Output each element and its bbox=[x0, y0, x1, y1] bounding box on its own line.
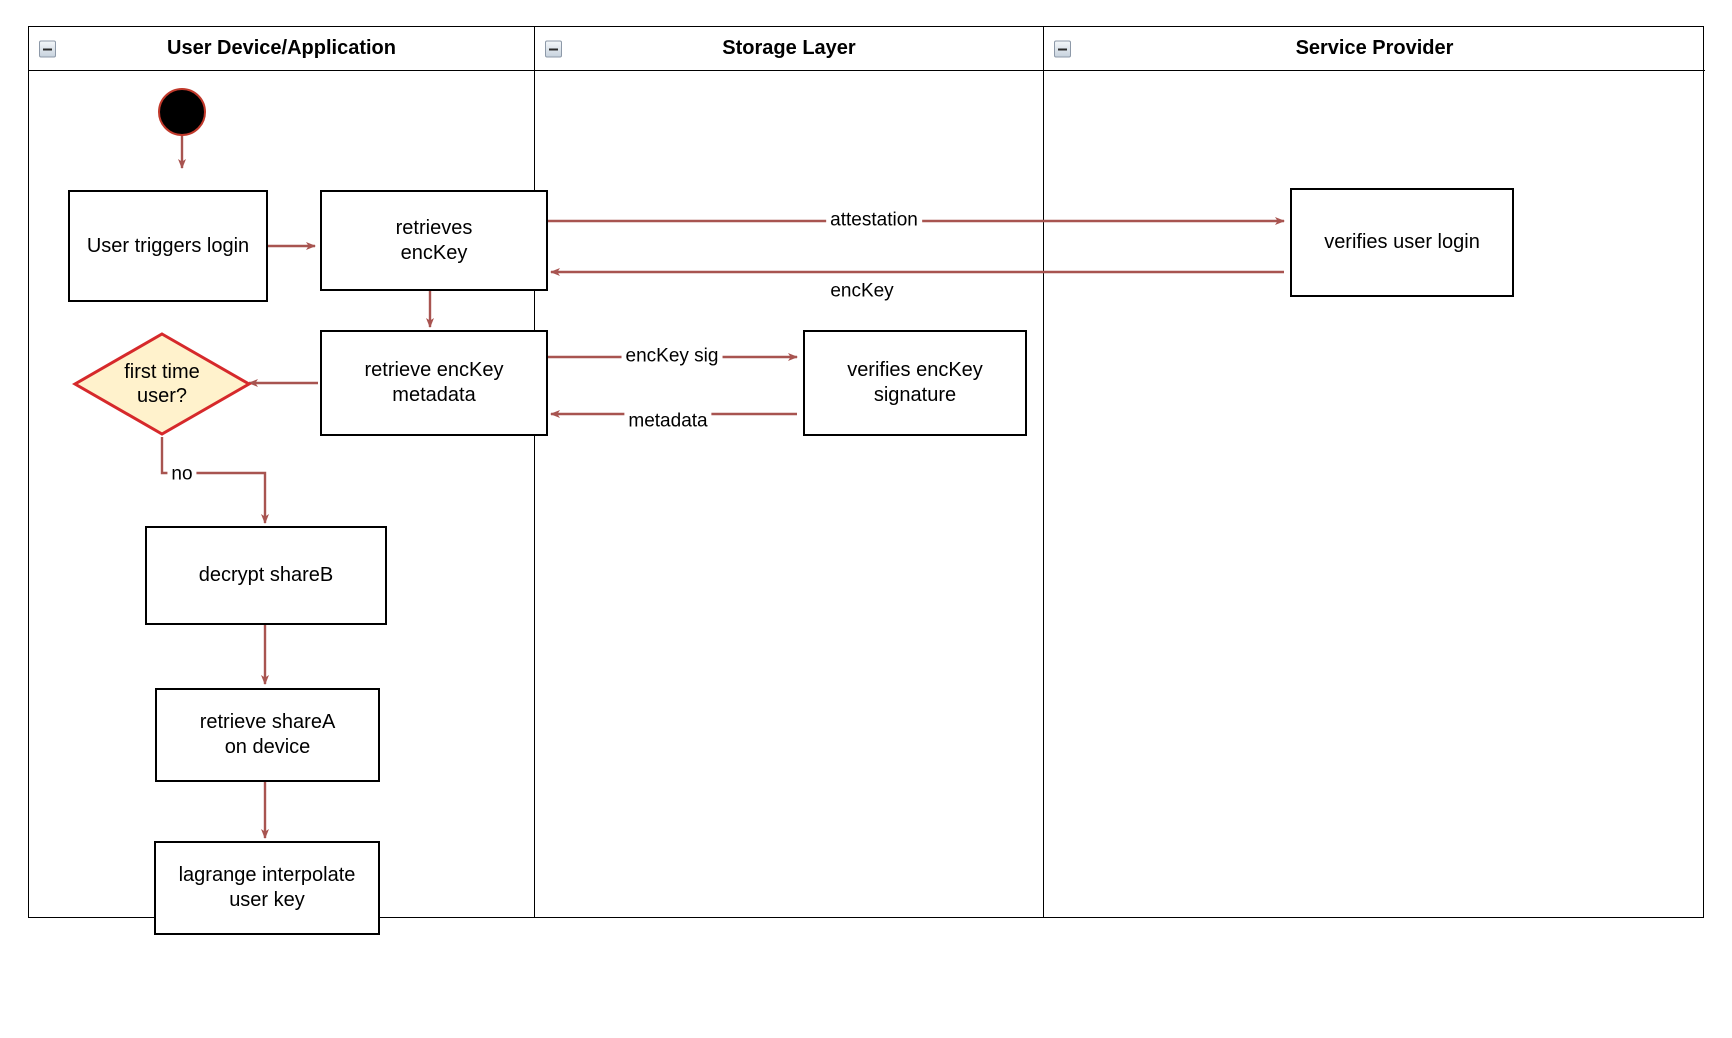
minus-square-icon[interactable] bbox=[545, 40, 562, 57]
lane-service-provider[interactable]: Service Provider bbox=[1043, 27, 1705, 917]
edge-label-enckey-sig: encKey sig bbox=[621, 346, 723, 366]
decision-diamond-shape bbox=[72, 332, 252, 436]
minus-square-icon[interactable] bbox=[1054, 40, 1071, 57]
activity-retrieve-enckey-metadata[interactable]: retrieve encKey metadata bbox=[320, 330, 548, 436]
lane-user-device[interactable]: User Device/Application bbox=[29, 27, 534, 917]
activity-lagrange-interpolate-user-key[interactable]: lagrange interpolate user key bbox=[154, 841, 380, 935]
initial-node[interactable] bbox=[158, 88, 206, 136]
lane-title-service-provider: Service Provider bbox=[1295, 37, 1454, 59]
activity-user-triggers-login[interactable]: User triggers login bbox=[68, 190, 268, 302]
lane-header-user-device: User Device/Application bbox=[29, 27, 534, 71]
activity-retrieve-sharea-on-device[interactable]: retrieve shareA on device bbox=[155, 688, 380, 782]
lane-title-storage: Storage Layer bbox=[722, 37, 856, 59]
swimlane-pool: User Device/Application Storage Layer Se… bbox=[28, 26, 1705, 918]
lane-header-service-provider: Service Provider bbox=[1044, 27, 1705, 71]
activity-retrieves-enckey[interactable]: retrieves encKey bbox=[320, 190, 548, 291]
activity-verifies-enckey-signature[interactable]: verifies encKey signature bbox=[803, 330, 1027, 436]
activity-verifies-user-login[interactable]: verifies user login bbox=[1290, 188, 1514, 297]
activity-decrypt-shareb[interactable]: decrypt shareB bbox=[145, 526, 387, 625]
edge-label-attestation: attestation bbox=[826, 210, 922, 230]
lane-header-storage: Storage Layer bbox=[535, 27, 1043, 71]
decision-first-time-user[interactable]: first time user? bbox=[72, 331, 252, 437]
edge-label-metadata: metadata bbox=[624, 411, 712, 431]
lane-storage[interactable]: Storage Layer bbox=[534, 27, 1043, 917]
edge-label-no: no bbox=[167, 464, 197, 484]
lane-title-user-device: User Device/Application bbox=[167, 37, 396, 59]
edge-label-enckey: encKey bbox=[830, 280, 894, 302]
minus-square-icon[interactable] bbox=[39, 40, 56, 57]
